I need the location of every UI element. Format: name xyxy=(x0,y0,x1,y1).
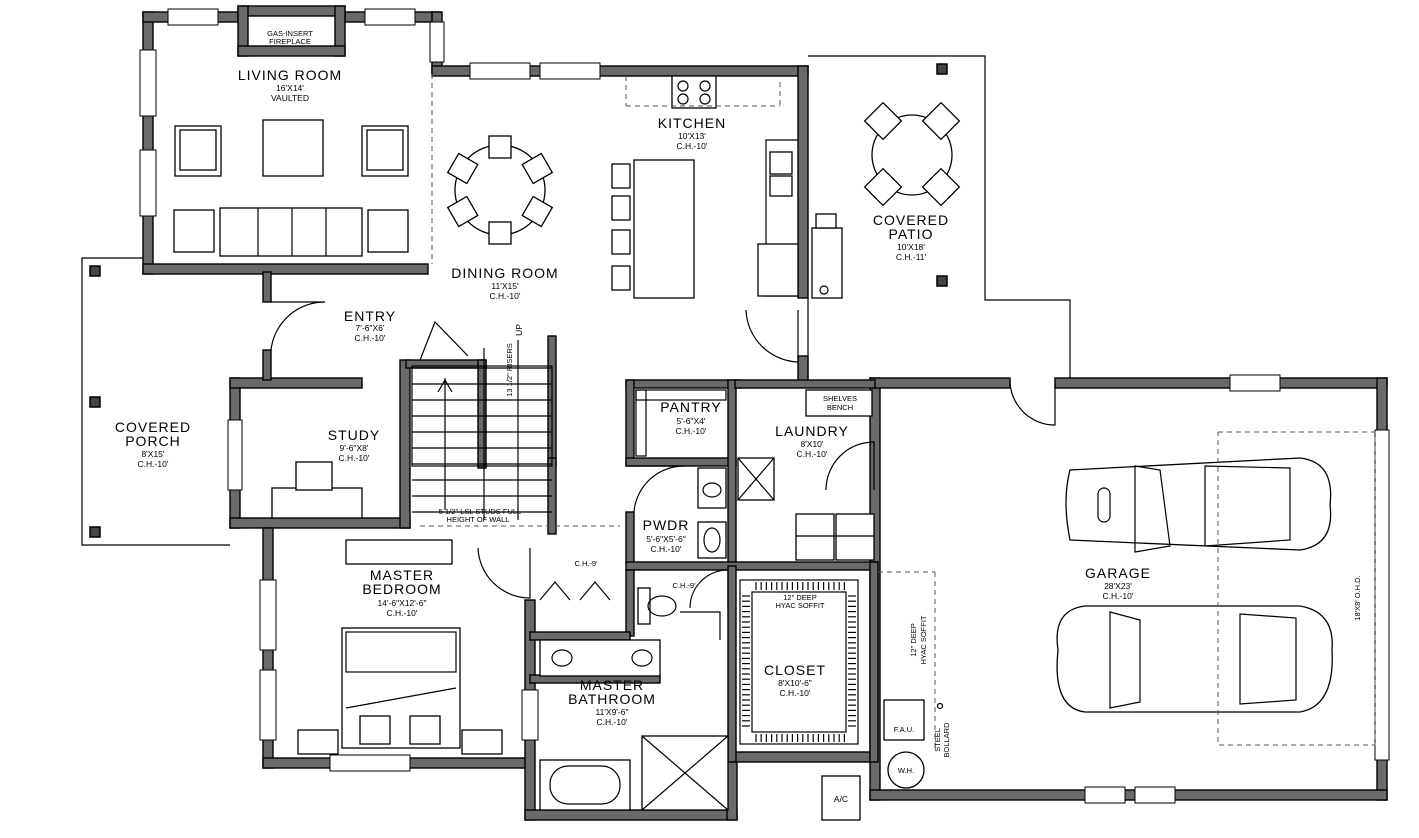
patio-ceiling: C.H.-11' xyxy=(896,252,927,262)
pantry-ceiling: C.H.-10' xyxy=(676,426,707,436)
garage-vehicles xyxy=(821,431,1376,821)
lsl-note-1: 5 1/2" LSL STUDS FULL xyxy=(439,507,521,516)
powder-ceiling: C.H.-10' xyxy=(651,544,682,554)
shelves-label-2: BENCH xyxy=(827,403,853,412)
room-labels: GAS-INSERT FIREPLACE LIVING ROOM 16'X14'… xyxy=(115,29,1151,727)
dining-chair xyxy=(446,195,479,228)
pantry-name: PANTRY xyxy=(660,399,722,415)
kitchen-fixtures xyxy=(611,75,843,299)
kitchen-size: 10'X13' xyxy=(678,131,706,141)
porch-name-1: COVERED xyxy=(115,419,191,435)
porch-name-2: PORCH xyxy=(125,433,181,449)
porch-size: 8'X15' xyxy=(141,449,164,459)
dining-room-size: 11'X15' xyxy=(491,281,519,291)
staircase xyxy=(411,340,620,527)
dining-chair xyxy=(521,195,554,228)
master-bedroom-size: 14'-6"X12'-6" xyxy=(378,598,427,608)
entry-size: 7'-6"X6' xyxy=(356,323,385,333)
plan-notes: UP 13 1/2" RISERS 5 1/2" LSL STUDS FULL … xyxy=(439,324,1362,804)
garage-name: GARAGE xyxy=(1085,565,1151,581)
laundry-ceiling: C.H.-10' xyxy=(797,449,828,459)
ceiling-height-note-a: C.H.-9' xyxy=(574,559,598,568)
garage-hvac-note-1: 12" DEEP xyxy=(909,623,918,657)
dining-room-name: DINING ROOM xyxy=(451,265,558,281)
master-bedroom-name-1: MASTER xyxy=(370,567,434,583)
patio-table xyxy=(863,101,961,207)
patio-name-1: COVERED xyxy=(873,212,949,228)
master-bath-size: 11'X9'-6" xyxy=(595,707,628,717)
powder-name: PWDR xyxy=(643,517,690,533)
dining-room-ceiling: C.H.-10' xyxy=(490,291,521,301)
closet-ceiling: C.H.-10' xyxy=(780,688,811,698)
patio-name-2: PATIO xyxy=(889,226,934,242)
master-bath-ceiling: C.H.-10' xyxy=(597,717,628,727)
fau-label: F.A.U. xyxy=(894,725,914,734)
utility-fixtures xyxy=(635,389,875,561)
closet-shelving xyxy=(739,571,936,752)
stairs-risers-note: 13 1/2" RISERS xyxy=(505,343,514,397)
garage-door-note: 18'X8' O.H.D. xyxy=(1353,575,1362,620)
master-bed xyxy=(297,539,503,755)
garage-hvac-note-2: HYAC SOFFIT xyxy=(919,615,928,664)
kitchen-ceiling: C.H.-10' xyxy=(677,141,708,151)
dining-table xyxy=(446,135,554,245)
bollard-note-2: BOLLARD xyxy=(942,722,951,758)
dining-chair xyxy=(446,152,479,185)
dining-chair xyxy=(488,135,512,159)
windows xyxy=(139,8,1390,804)
closet-hvac-note-1: 12" DEEP xyxy=(783,593,817,602)
lsl-note-2: HEIGHT OF WALL xyxy=(447,515,510,524)
patio-outline xyxy=(807,55,1071,378)
study-size: 9'-6"X8' xyxy=(340,443,369,453)
dining-chair xyxy=(521,152,554,185)
laundry-name: LAUNDRY xyxy=(775,423,849,439)
study-desk xyxy=(271,461,363,519)
master-bedroom-ceiling: C.H.-10' xyxy=(387,608,418,618)
closet-name: CLOSET xyxy=(764,662,826,678)
powder-size: 5'-6"X5'-6" xyxy=(646,534,686,544)
porch-ceiling: C.H.-10' xyxy=(138,459,169,469)
closet-hvac-note-2: HYAC SOFFIT xyxy=(775,601,824,610)
study-name: STUDY xyxy=(328,427,380,443)
living-room-name: LIVING ROOM xyxy=(238,67,342,83)
stairs-up-note: UP xyxy=(514,324,524,336)
laundry-size: 8'X10' xyxy=(800,439,823,449)
living-furniture xyxy=(173,74,433,264)
water-heater-label: W.H. xyxy=(898,766,914,775)
porch-outline xyxy=(81,257,230,546)
fireplace-label-1: GAS-INSERT xyxy=(267,29,313,38)
ceiling-height-note-b: C.H.-9' xyxy=(672,581,696,590)
entry-name: ENTRY xyxy=(344,308,396,324)
ac-unit-label: A/C xyxy=(834,794,848,804)
pantry-size: 5'-6"X4' xyxy=(677,416,706,426)
doors xyxy=(270,301,1056,640)
shelves-label-1: SHELVES xyxy=(823,394,857,403)
living-room-size: 16'X14' xyxy=(276,83,304,93)
study-ceiling: C.H.-10' xyxy=(339,453,370,463)
master-bath-name-2: BATHROOM xyxy=(568,691,656,707)
closet-size: 8'X10'-6" xyxy=(778,678,812,688)
dining-chair xyxy=(488,221,512,245)
living-room-ceiling: VAULTED xyxy=(271,93,309,103)
fireplace-label-2: FIREPLACE xyxy=(269,37,311,46)
master-bath-name-1: MASTER xyxy=(580,677,644,693)
garage-ceiling: C.H.-10' xyxy=(1103,591,1134,601)
kitchen-name: KITCHEN xyxy=(658,115,726,131)
garage-size: 28'X23' xyxy=(1104,581,1132,591)
master-bedroom-name-2: BEDROOM xyxy=(362,581,441,597)
entry-ceiling: C.H.-10' xyxy=(355,333,386,343)
bollard-note-1: STEEL xyxy=(933,728,942,752)
patio-size: 10'X18' xyxy=(897,242,925,252)
bath-fixtures xyxy=(539,587,729,811)
